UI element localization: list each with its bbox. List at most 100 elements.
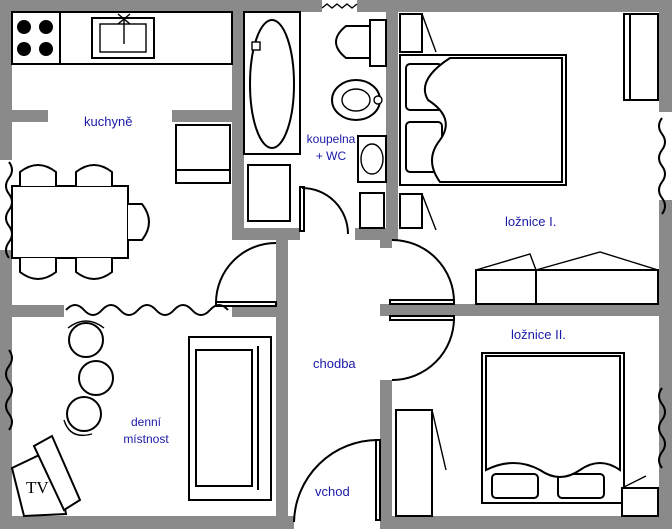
washing-machine [247, 164, 291, 222]
kitchen-ledge-right [172, 110, 234, 122]
outer-wall-top-right [357, 0, 672, 12]
kitchen-door[interactable] [215, 242, 277, 307]
stove [11, 11, 61, 65]
faucet-icon [117, 13, 131, 44]
bath-shelf [359, 192, 385, 229]
chair-right [128, 203, 150, 241]
kitchen-ledge-left [0, 110, 48, 122]
outer-wall-left-top [0, 0, 12, 160]
nightstand-1b-door [421, 193, 437, 231]
room-label-bedroom-2: ložnice II. [511, 327, 566, 342]
room-label-bathroom: koupelna + WC [306, 132, 356, 163]
chair-round-1 [68, 322, 104, 358]
room-label-hall: chodba [313, 356, 356, 371]
blanket-2 [485, 355, 621, 478]
washbasin-frame [357, 135, 387, 183]
dresser-1 [475, 269, 659, 305]
bedroom-1-door-leaf [389, 299, 455, 305]
pillow-2b [557, 473, 605, 499]
living-top-wall-left [0, 305, 64, 317]
bathroom-door[interactable] [299, 186, 349, 235]
nightstand-2a-door [431, 409, 447, 471]
bedroom-2-door-swing [391, 317, 455, 381]
nightstand-1a-door [421, 13, 437, 53]
bathroom-door-leaf [299, 186, 305, 232]
tv-screen [32, 434, 82, 512]
burner-4 [39, 42, 53, 56]
entrance-door-swing [293, 439, 379, 523]
outer-wall-left-bottom [0, 250, 12, 529]
tv-label: TV [26, 478, 49, 497]
living-left-curtain [5, 349, 13, 431]
pillow-2a [491, 473, 539, 499]
bath-wall-bottom [232, 228, 300, 240]
bath-bed-wall [386, 0, 398, 240]
nightstand-1b [399, 193, 423, 229]
dresser-1-lid-b [535, 251, 659, 271]
room-label-entrance: vchod [315, 484, 350, 499]
chair-round-3 [66, 396, 102, 432]
living-top-wall-right [232, 305, 288, 317]
dresser-1-lid-a [475, 253, 537, 271]
room-label-bedroom-1: ložnice I. [505, 214, 557, 229]
bidet-inner [341, 88, 371, 112]
kitchen-curtain [5, 161, 13, 259]
kitchen-door-swing [215, 242, 277, 304]
outer-wall-right-bottom [659, 200, 672, 529]
living-hall-wall [276, 305, 288, 529]
chair-bottom-1 [19, 258, 57, 280]
burner-2 [39, 20, 53, 34]
chair-bottom-2 [75, 258, 113, 280]
bathtub [249, 19, 295, 149]
sink-basin [99, 23, 147, 53]
nightstand-2b [621, 487, 659, 517]
bedroom-1 [389, 13, 666, 305]
bedroom-2-door[interactable] [389, 315, 455, 381]
bedroom-1-door-swing [391, 239, 455, 303]
nightstand-2b-door [621, 475, 647, 489]
toilet-tank [369, 19, 387, 67]
room-label-living: denní místnost [123, 415, 169, 446]
chair-round-2 [78, 360, 114, 396]
chair-round-3-back [63, 419, 93, 437]
bidet [331, 79, 381, 121]
bidet-tap [373, 95, 383, 105]
bath-wall-left [232, 0, 244, 240]
dining-table [11, 185, 129, 259]
entrance-door[interactable] [293, 439, 381, 523]
bedroom-2 [389, 315, 666, 517]
hall-right-wall-upper [380, 240, 392, 248]
tv-unit [10, 434, 82, 518]
bedroom-1-curtain [658, 117, 666, 215]
kitchen-cabinet [175, 124, 231, 184]
bathtub-drain [251, 41, 261, 51]
sofa-seat [195, 349, 253, 487]
kitchen-door-jamb [276, 240, 288, 310]
kitchen-door-leaf [215, 301, 277, 307]
chair-round-1-back [67, 320, 105, 329]
outer-wall-bottom-right [380, 516, 672, 529]
outer-wall-bottom-left [0, 516, 294, 529]
bedroom-2-door-leaf [389, 315, 455, 321]
burner-1 [17, 20, 31, 34]
nightstand-2a [395, 409, 433, 517]
bedroom-1-door[interactable] [389, 239, 455, 305]
blanket-1 [423, 57, 563, 183]
outer-wall-right-top [659, 0, 672, 112]
living-room [5, 304, 272, 518]
bathroom-door-swing [301, 187, 349, 235]
toilet [335, 25, 371, 59]
hall-right-wall [380, 380, 392, 529]
bedrooms-divider [380, 304, 672, 316]
nightstand-1a [399, 13, 423, 53]
bedroom-2-curtain [658, 387, 666, 469]
entrance-door-leaf [375, 439, 381, 521]
burner-3 [17, 42, 31, 56]
chair-top-1 [19, 164, 57, 186]
washbasin [360, 143, 384, 175]
outer-wall-top-left [0, 0, 322, 12]
room-label-kitchen: kuchyně [84, 114, 133, 129]
chair-top-2 [75, 164, 113, 186]
